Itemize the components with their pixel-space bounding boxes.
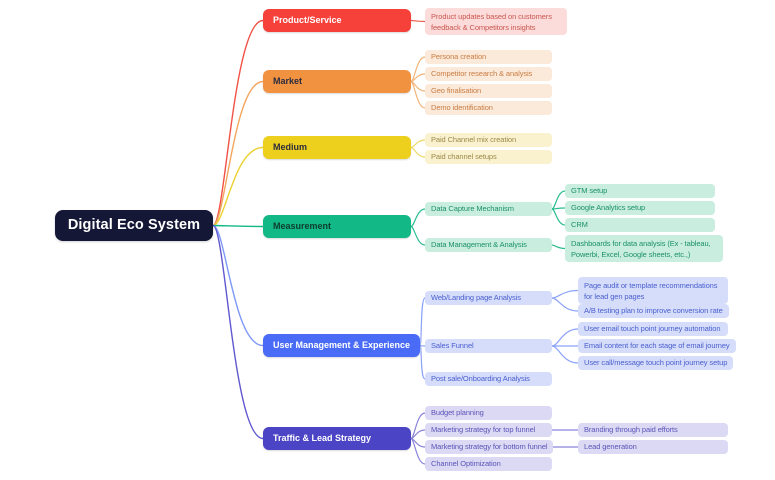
leaf-paid-channel-mix[interactable]: Paid Channel mix creation <box>425 133 552 147</box>
branch-measurement[interactable]: Measurement <box>263 215 411 238</box>
leaf-branding-paid-efforts[interactable]: Branding through paid efforts <box>578 423 728 437</box>
leaf-demo-identification[interactable]: Demo identification <box>425 101 552 115</box>
branch-traffic-lead-strategy[interactable]: Traffic & Lead Strategy <box>263 427 411 450</box>
leaf-dashboards-data-analysis[interactable]: Dashboards for data analysis (Ex - table… <box>565 235 723 262</box>
node-web-landing-page-analysis[interactable]: Web/Landing page Analysis <box>425 291 552 305</box>
branch-market[interactable]: Market <box>263 70 411 93</box>
leaf-page-audit[interactable]: Page audit or template recommendations f… <box>578 277 728 304</box>
leaf-product-updates[interactable]: Product updates based on customers feedb… <box>425 8 567 35</box>
node-marketing-bottom-funnel[interactable]: Marketing strategy for bottom funnel <box>425 440 554 454</box>
leaf-competitor-research[interactable]: Competitor research & analysis <box>425 67 552 81</box>
leaf-crm[interactable]: CRM <box>565 218 715 232</box>
leaf-paid-channel-setups[interactable]: Paid channel setups <box>425 150 552 164</box>
branch-medium[interactable]: Medium <box>263 136 411 159</box>
node-marketing-top-funnel[interactable]: Marketing strategy for top funnel <box>425 423 552 437</box>
branch-product-service[interactable]: Product/Service <box>263 9 411 32</box>
root-node[interactable]: Digital Eco System <box>55 210 213 241</box>
leaf-google-analytics-setup[interactable]: Google Analytics setup <box>565 201 715 215</box>
leaf-user-email-touchpoint[interactable]: User email touch point journey automatio… <box>578 322 728 336</box>
leaf-persona-creation[interactable]: Persona creation <box>425 50 552 64</box>
leaf-user-call-touchpoint[interactable]: User call/message touch point journey se… <box>578 356 734 370</box>
leaf-ab-testing[interactable]: A/B testing plan to improve conversion r… <box>578 304 729 318</box>
node-post-sale-onboarding[interactable]: Post sale/Onboarding Analysis <box>425 372 552 386</box>
leaf-geo-finalisation[interactable]: Geo finalisation <box>425 84 552 98</box>
node-data-management-analysis[interactable]: Data Management & Analysis <box>425 238 552 252</box>
leaf-budget-planning[interactable]: Budget planning <box>425 406 552 420</box>
branch-user-management-experience[interactable]: User Management & Experience <box>263 334 421 357</box>
node-sales-funnel[interactable]: Sales Funnel <box>425 339 552 353</box>
leaf-email-content[interactable]: Email content for each stage of email jo… <box>578 339 736 353</box>
leaf-lead-generation[interactable]: Lead generation <box>578 440 728 454</box>
leaf-channel-optimization[interactable]: Channel Optimization <box>425 457 552 471</box>
leaf-gtm-setup[interactable]: GTM setup <box>565 184 715 198</box>
node-data-capture-mechanism[interactable]: Data Capture Mechanism <box>425 202 552 216</box>
